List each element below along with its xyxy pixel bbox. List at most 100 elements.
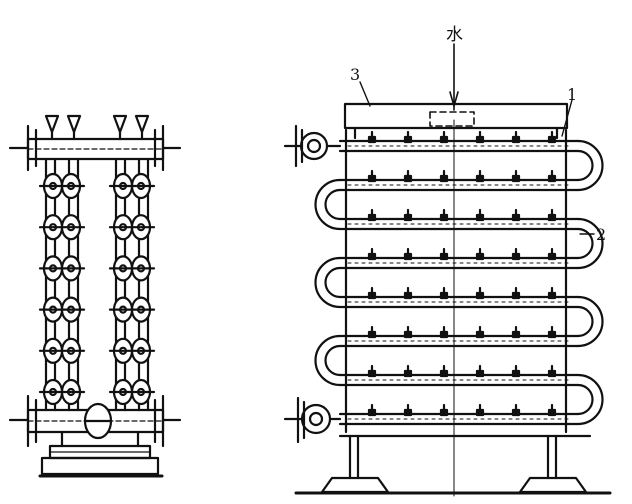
spray-element — [511, 330, 521, 339]
front-view-tube-rows — [314, 128, 604, 434]
bend-hole — [118, 346, 128, 355]
u-bend — [576, 295, 604, 348]
spray-element — [367, 369, 377, 378]
u-bend — [314, 334, 342, 387]
bend-hole — [136, 264, 146, 273]
bend-hole — [48, 181, 58, 191]
spray-element — [511, 369, 521, 378]
spray-element — [403, 213, 413, 222]
spray-element — [475, 213, 485, 222]
spray-element — [403, 330, 413, 339]
spray-element — [403, 408, 413, 417]
spray-element — [511, 174, 521, 183]
spray-element — [439, 213, 449, 222]
bend-hole — [118, 387, 128, 397]
spray-element — [547, 135, 557, 144]
spray-element — [439, 174, 449, 183]
part-2-label: 2 — [596, 225, 606, 244]
u-bend — [576, 383, 594, 416]
spray-element — [403, 135, 413, 144]
bend-hole — [118, 305, 128, 314]
part-3-label: 3 — [350, 65, 360, 84]
spray-element — [547, 174, 557, 183]
spray-element — [547, 330, 557, 339]
side-column — [38, 158, 86, 412]
spray-element — [475, 174, 485, 183]
spray-element — [367, 174, 377, 183]
spray-element — [547, 291, 557, 300]
leader-lines — [359, 81, 595, 235]
spray-element — [511, 408, 521, 417]
spray-element — [511, 252, 521, 261]
spray-element — [475, 408, 485, 417]
spray-element — [547, 408, 557, 417]
side-view-base — [38, 430, 164, 478]
top-valves — [44, 114, 150, 141]
bend-hole — [118, 264, 128, 273]
spray-element — [475, 330, 485, 339]
tube-row — [338, 208, 604, 270]
spray-element — [511, 213, 521, 222]
bend-hole — [118, 181, 128, 191]
tube-row — [338, 286, 604, 348]
u-bend — [576, 227, 594, 260]
tube-row — [314, 325, 580, 387]
spray-element — [367, 213, 377, 222]
spray-element — [367, 408, 377, 417]
spray-element — [403, 369, 413, 378]
water-trough — [343, 102, 569, 140]
bend-hole — [48, 223, 58, 232]
u-bend — [314, 178, 342, 231]
spray-element — [511, 291, 521, 300]
bend-hole — [66, 346, 76, 355]
spray-element — [547, 252, 557, 261]
spray-element — [367, 252, 377, 261]
spray-element — [367, 330, 377, 339]
bend-hole — [66, 387, 76, 397]
tube-row — [314, 247, 580, 309]
bend-hole — [48, 387, 58, 397]
bend-hole — [118, 223, 128, 232]
spray-element — [439, 330, 449, 339]
spray-element — [439, 408, 449, 417]
spray-element — [475, 252, 485, 261]
spray-element — [403, 174, 413, 183]
bend-hole — [136, 181, 146, 191]
bend-hole — [48, 346, 58, 355]
spray-element — [547, 369, 557, 378]
u-bend — [576, 373, 604, 426]
bottom-flange — [283, 396, 342, 444]
bend-hole — [136, 305, 146, 314]
spray-element — [439, 135, 449, 144]
bend-hole — [136, 346, 146, 355]
spray-element — [511, 135, 521, 144]
spray-element — [439, 291, 449, 300]
tube-row — [338, 364, 604, 426]
spray-element — [403, 291, 413, 300]
water-inlet-arrow — [449, 43, 459, 111]
spray-element — [403, 252, 413, 261]
u-bend — [324, 344, 342, 377]
water-label: 水 — [446, 25, 463, 45]
u-bend — [314, 256, 342, 309]
u-bend — [576, 139, 604, 192]
spray-element — [367, 291, 377, 300]
tube-row — [338, 130, 604, 192]
spray-element — [475, 291, 485, 300]
side-view — [8, 114, 182, 478]
spray-element — [547, 213, 557, 222]
spray-element — [475, 369, 485, 378]
bottom-header-pipe — [8, 394, 182, 448]
u-bend — [576, 305, 594, 338]
side-column — [108, 158, 156, 412]
bend-hole — [136, 387, 146, 397]
u-bend — [324, 266, 342, 299]
front-view — [283, 43, 612, 497]
bend-hole — [48, 264, 58, 273]
top-flange — [283, 124, 342, 168]
spray-element — [439, 252, 449, 261]
spray-element — [367, 135, 377, 144]
part-1-label: 1 — [567, 85, 577, 104]
